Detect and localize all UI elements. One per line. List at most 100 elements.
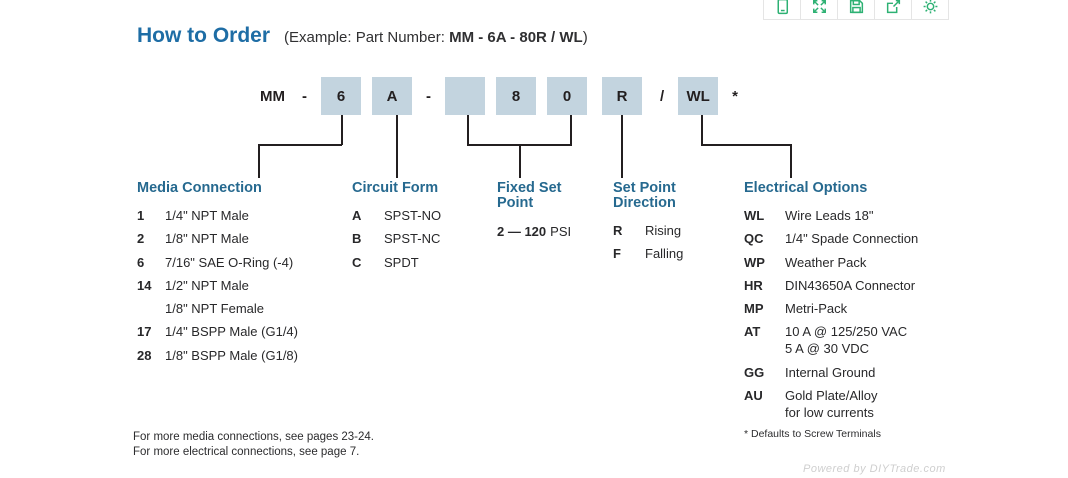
option-code: A — [352, 208, 362, 223]
option-desc: 7/16" SAE O-Ring (-4) — [165, 254, 294, 270]
part-number-row: MM - 6 A - 8 0 R / WL * — [257, 77, 741, 115]
option-desc: 1/4" Spade Connection — [785, 231, 919, 247]
segment-label: - — [302, 87, 307, 105]
segment-label: A — [386, 87, 398, 105]
viewer-toolbar — [763, 0, 949, 20]
option-desc: Internal Ground — [785, 364, 876, 380]
page-title-row: How to Order (Example: Part Number: MM - … — [137, 24, 588, 48]
page-title: How to Order — [137, 24, 271, 47]
option-code: 28 — [137, 347, 152, 363]
option-code: WP — [744, 254, 765, 270]
option-code: 17 — [137, 324, 152, 340]
footer-notes: For more media connections, see pages 23… — [133, 430, 374, 459]
option-desc: Weather Pack — [785, 254, 867, 270]
part-number-segment: / — [657, 88, 667, 105]
option-code: R — [613, 223, 623, 238]
option-row: A SPST-NO — [352, 207, 441, 224]
option-row: 1/8" NPT Female — [137, 300, 298, 317]
set-point-direction-heading: Set Point Direction — [613, 180, 676, 211]
option-code: 14 — [137, 277, 152, 293]
segment-label: * — [732, 87, 739, 105]
option-desc: Wire Leads 18" — [785, 208, 874, 223]
option-code: HR — [744, 277, 763, 293]
option-code: AT — [744, 324, 761, 340]
segment-label: 8 — [511, 87, 521, 105]
option-row: F Falling — [613, 245, 683, 262]
electrical-options-section: Electrical Options WL Wire Leads 18" QC … — [744, 181, 918, 427]
connector-line — [790, 144, 792, 178]
part-number-segment: - — [299, 88, 310, 105]
save-icon[interactable] — [837, 0, 874, 19]
part-number-segment: MM — [257, 88, 288, 105]
option-row: C SPDT — [352, 254, 441, 271]
option-code: 6 — [137, 254, 145, 270]
mobile-icon[interactable] — [763, 0, 800, 19]
connector-line — [570, 115, 572, 145]
segment-label: / — [660, 87, 665, 105]
option-desc: Metri-Pack — [785, 301, 848, 317]
footer-note-line: For more media connections, see pages 23… — [133, 431, 374, 443]
part-number-segment: * — [729, 88, 741, 105]
connector-line — [258, 144, 342, 146]
option-code: 2 — [137, 231, 145, 247]
part-number-segment: 8 — [496, 77, 536, 115]
fixed-set-point-heading: Fixed Set Point — [497, 180, 562, 211]
option-row: HR DIN43650A Connector — [744, 277, 918, 294]
part-number-segment: WL — [678, 77, 719, 115]
option-row: 14 1/2" NPT Male — [137, 277, 298, 294]
range-unit: PSI — [550, 224, 572, 239]
option-desc: 1/8" NPT Male — [165, 231, 249, 247]
part-number-segment: R — [602, 77, 642, 115]
connector-line — [519, 144, 521, 178]
option-desc: SPST-NC — [384, 231, 441, 247]
part-number-example: (Example: Part Number: MM - 6A - 80R / W… — [284, 29, 588, 46]
part-number-segment: - — [423, 88, 434, 105]
electrical-options-heading: Electrical Options — [744, 180, 868, 196]
option-desc: SPST-NO — [384, 208, 442, 223]
connector-line — [701, 115, 703, 145]
settings-icon[interactable] — [911, 0, 949, 19]
option-code: QC — [744, 231, 764, 247]
option-desc: Rising — [645, 223, 682, 238]
screw-terminals-footnote: * Defaults to Screw Terminals — [744, 428, 881, 440]
part-number-segment: A — [372, 77, 412, 115]
option-code: F — [613, 246, 621, 262]
watermark: Powered by DIYTrade.com — [803, 463, 946, 475]
circuit-form-heading: Circuit Form — [352, 180, 439, 196]
option-row: B SPST-NC — [352, 230, 441, 247]
option-row: MP Metri-Pack — [744, 300, 918, 317]
option-row: QC 1/4" Spade Connection — [744, 230, 918, 247]
segment-label: - — [426, 87, 431, 105]
option-desc: Falling — [645, 246, 684, 262]
option-code: GG — [744, 364, 765, 380]
option-row: R Rising — [613, 222, 683, 239]
segment-label: 6 — [336, 87, 346, 105]
option-code: B — [352, 231, 362, 247]
segment-label: WL — [686, 87, 710, 105]
option-desc: 1/8" NPT Female — [165, 301, 265, 317]
segment-label: 0 — [562, 87, 572, 105]
option-desc: SPDT — [384, 254, 419, 270]
expand-icon[interactable] — [800, 0, 837, 19]
option-code: C — [352, 254, 362, 270]
option-desc: 1/2" NPT Male — [165, 277, 249, 293]
share-icon[interactable] — [874, 0, 911, 19]
option-code — [137, 300, 165, 317]
option-row: 2 1/8" NPT Male — [137, 230, 298, 247]
option-row: WL Wire Leads 18" — [744, 207, 918, 224]
option-row: 17 1/4" BSPP Male (G1/4) — [137, 323, 298, 340]
connector-line — [701, 144, 791, 146]
option-code: MP — [744, 301, 764, 317]
connector-line — [621, 115, 623, 178]
circuit-form-section: Circuit Form A SPST-NO B SPST-NC C SPDT — [352, 181, 441, 277]
connector-line — [258, 144, 260, 178]
option-row: 6 7/16" SAE O-Ring (-4) — [137, 254, 298, 271]
set-point-direction-list: R Rising F Falling — [613, 222, 683, 262]
footer-note-line: For more electrical connections, see pag… — [133, 445, 360, 458]
connector-line — [341, 115, 343, 145]
